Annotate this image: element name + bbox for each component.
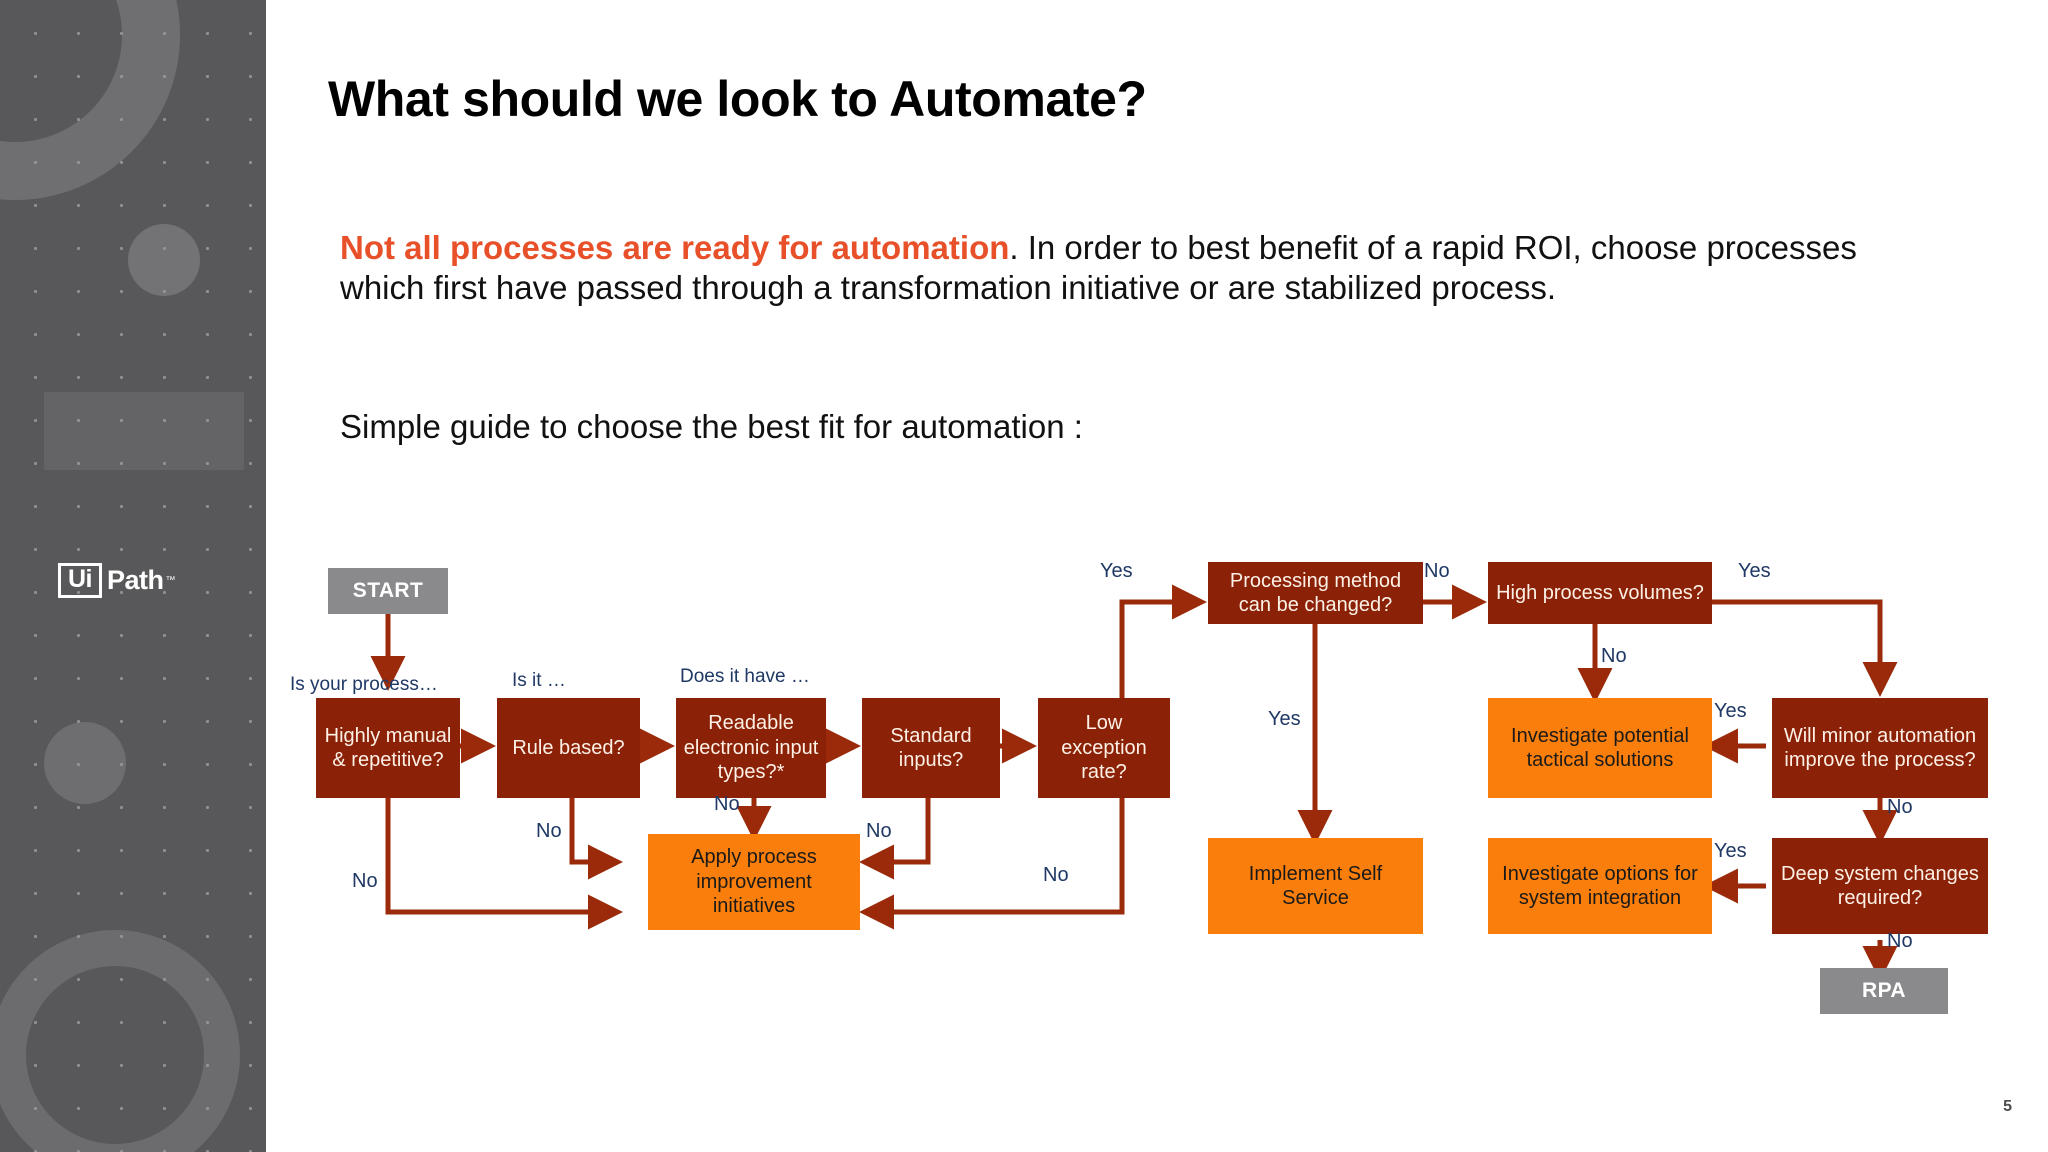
node-implement-self-service[interactable]: Implement Self Service [1208, 838, 1423, 934]
edge-label-no-standard: No [866, 820, 892, 842]
edge-label-no-minor-down: No [1887, 796, 1913, 818]
node-standard-inputs[interactable]: Standard inputs? [862, 698, 1000, 798]
node-will-minor-automation-improve[interactable]: Will minor automation improve the proces… [1772, 698, 1988, 798]
node-investigate-options-system-integration[interactable]: Investigate options for system integrati… [1488, 838, 1712, 934]
page-title: What should we look to Automate? [328, 71, 1147, 127]
node-rule-based[interactable]: Rule based? [497, 698, 640, 798]
logo-path-wordmark: Path [107, 564, 164, 595]
node-apply-process-improvement[interactable]: Apply process improvement initiatives [648, 834, 860, 930]
uipath-logo: Ui Path ™ [58, 558, 206, 602]
node-processing-method-can-be-changed[interactable]: Processing method can be changed? [1208, 562, 1423, 624]
edge-label-yes-to-processing: Yes [1100, 560, 1133, 582]
edge-label-yes-volumes-right: Yes [1738, 560, 1771, 582]
intro-paragraph-highlight: Not all processes are ready for automati… [340, 229, 1010, 266]
deco-dot-grid [0, 0, 266, 1152]
node-readable-electronic-input-types[interactable]: Readable electronic input types?* [676, 698, 826, 798]
node-low-exception-rate[interactable]: Low exception rate? [1038, 698, 1170, 798]
node-start[interactable]: START [328, 568, 448, 614]
caption-does-it-have: Does it have … [680, 666, 810, 687]
edge-label-no-readable: No [714, 793, 740, 815]
edge-label-yes-deep-left: Yes [1714, 840, 1747, 862]
node-deep-system-changes-required[interactable]: Deep system changes required? [1772, 838, 1988, 934]
edge-label-no-rule: No [536, 820, 562, 842]
subtitle-line: Simple guide to choose the best fit for … [340, 408, 1083, 445]
node-high-process-volumes[interactable]: High process volumes? [1488, 562, 1712, 624]
edge-label-yes-minor-left: Yes [1714, 700, 1747, 722]
edge-label-no-highly: No [352, 870, 378, 892]
intro-paragraph: Not all processes are ready for automati… [340, 228, 1860, 309]
edge-label-no-deep-down: No [1887, 930, 1913, 952]
decorative-sidebar: Ui Path ™ [0, 0, 266, 1152]
logo-trademark-icon: ™ [165, 574, 176, 586]
page-number: 5 [2003, 1098, 2012, 1115]
caption-is-your-process: Is your process… [290, 674, 438, 695]
node-investigate-potential-tactical-solutions[interactable]: Investigate potential tactical solutions [1488, 698, 1712, 798]
edge-label-no-low-exception: No [1043, 864, 1069, 886]
logo-ui-mark: Ui [58, 562, 102, 598]
edge-label-yes-processing-down: Yes [1268, 708, 1301, 730]
edge-label-no-volumes-down: No [1601, 645, 1627, 667]
node-rpa[interactable]: RPA [1820, 968, 1948, 1014]
caption-is-it: Is it … [512, 670, 566, 691]
node-highly-manual-repetitive[interactable]: Highly manual & repetitive? [316, 698, 460, 798]
intro-paragraph-rest: . In order to best benefit of a rapid RO… [340, 229, 1857, 307]
edge-label-no-processing-to-volumes: No [1424, 560, 1450, 582]
